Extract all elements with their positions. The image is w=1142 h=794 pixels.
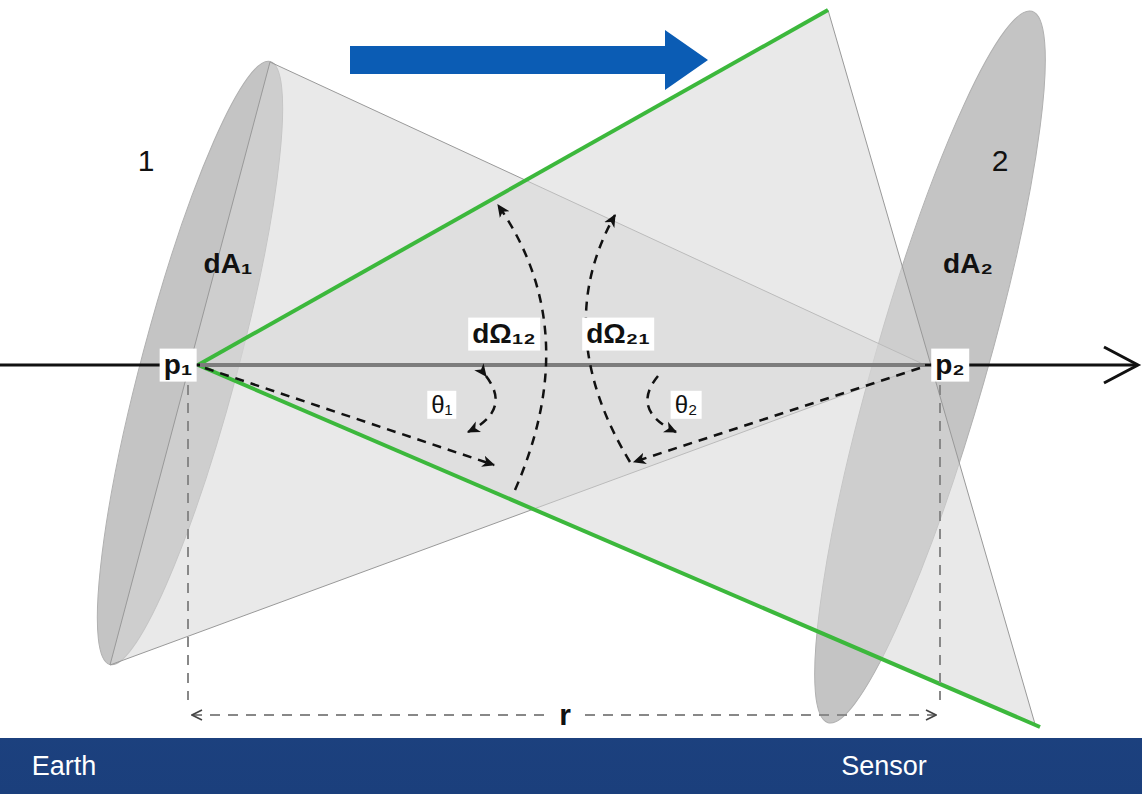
green-edge [198, 10, 828, 365]
angle-label: θ₁ [427, 391, 456, 419]
point-label: p₁ [160, 349, 197, 382]
solid-angle-label: dΩ₂₁ [582, 318, 654, 351]
area-label: dA₂ [943, 249, 993, 280]
green-edge [198, 365, 1040, 727]
side-label: Earth [32, 752, 97, 782]
solid-angle-label: dΩ₁₂ [468, 318, 540, 351]
dimension-extension [939, 385, 941, 700]
axis-arrowhead [1104, 347, 1138, 383]
axis-line [200, 363, 925, 367]
angle-arc [468, 376, 496, 432]
dimension-extension [187, 385, 189, 700]
cone-from-earth [198, 10, 1035, 724]
distance-label: r [555, 697, 575, 732]
dimension-line [585, 714, 936, 716]
region-number: 1 [138, 144, 155, 177]
side-label: Sensor [841, 752, 927, 782]
direction-arrow [350, 30, 708, 90]
ray-vector [205, 368, 494, 465]
point-label: p₂ [931, 349, 969, 382]
dimension-line [192, 714, 545, 716]
area-label: dA₁ [204, 249, 253, 280]
region-number: 2 [992, 144, 1009, 177]
angle-label: θ₂ [671, 391, 702, 419]
angle-arc-start [468, 376, 496, 432]
ray-vector [634, 368, 920, 462]
